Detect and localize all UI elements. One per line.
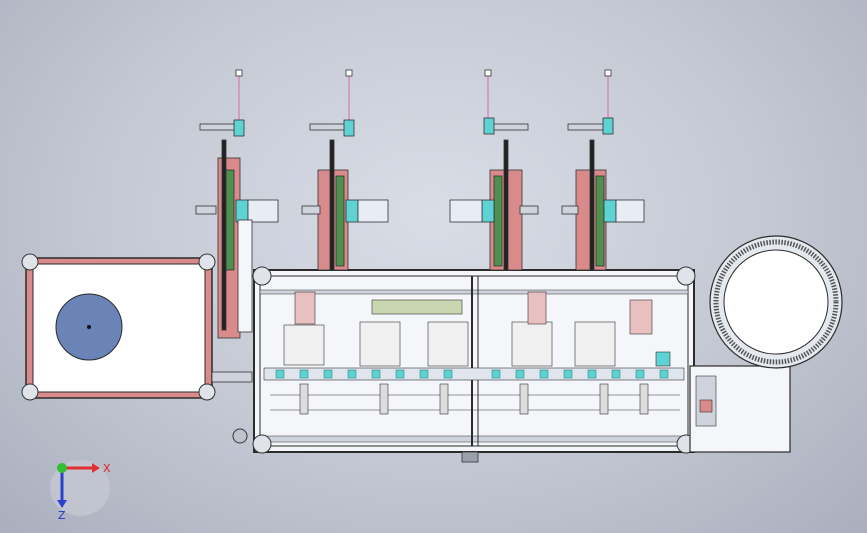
station-3 [449,69,539,271]
internal-mechanisms [270,291,680,415]
orientation-triad: X Z [50,460,111,520]
station-2 [301,69,389,271]
bowl-feeder [689,235,843,453]
z-axis-arrow [57,500,67,508]
z-axis-label: Z [58,509,66,520]
x-axis-arrow [92,463,100,473]
main-frame [232,266,696,463]
y-axis-dot [57,463,67,473]
conveyor-row [263,367,685,381]
left-feeder-box [21,253,253,401]
station-1 [195,69,279,339]
station-4 [561,69,645,271]
x-axis-label: X [103,462,111,475]
